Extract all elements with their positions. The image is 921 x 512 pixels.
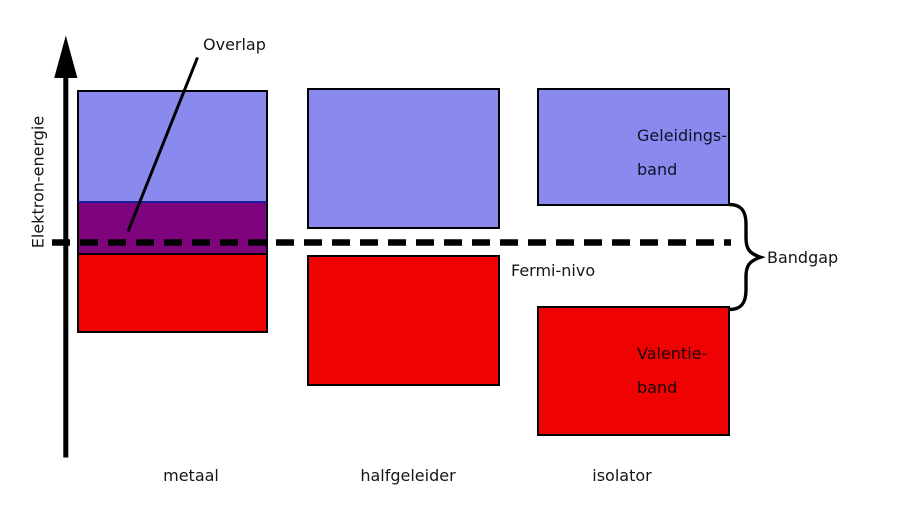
semiconductor-conduction-band [307, 88, 500, 229]
valence-band-label-line2: band [637, 378, 678, 397]
overlap-label: Overlap [203, 35, 266, 54]
energy-axis-arrowhead-icon [54, 35, 78, 78]
overlap-pointer-line [126, 56, 199, 233]
metal-conduction-band [77, 90, 268, 203]
column-label-insulator: isolator [592, 466, 652, 485]
fermi-level-label: Fermi-nivo [511, 261, 596, 280]
valence-band-label: Valentie- band [637, 337, 707, 405]
column-label-semiconductor: halfgeleider [360, 466, 456, 485]
valence-band-label-line1: Valentie- [637, 344, 708, 363]
y-axis-label: Elektron-energie [28, 115, 48, 249]
conduction-band-label-line2: band [637, 160, 678, 179]
semiconductor-valence-band [307, 255, 500, 386]
insulator-conduction-band [537, 88, 730, 206]
insulator-valence-band [537, 306, 730, 436]
bandgap-brace [727, 202, 766, 312]
column-label-metal: metaal [163, 466, 219, 485]
metal-valence-band [77, 253, 268, 333]
bandgap-label: Bandgap [767, 248, 839, 267]
conduction-band-label: Geleidings- band [637, 119, 727, 187]
conduction-band-label-line1: Geleidings- [637, 126, 727, 145]
